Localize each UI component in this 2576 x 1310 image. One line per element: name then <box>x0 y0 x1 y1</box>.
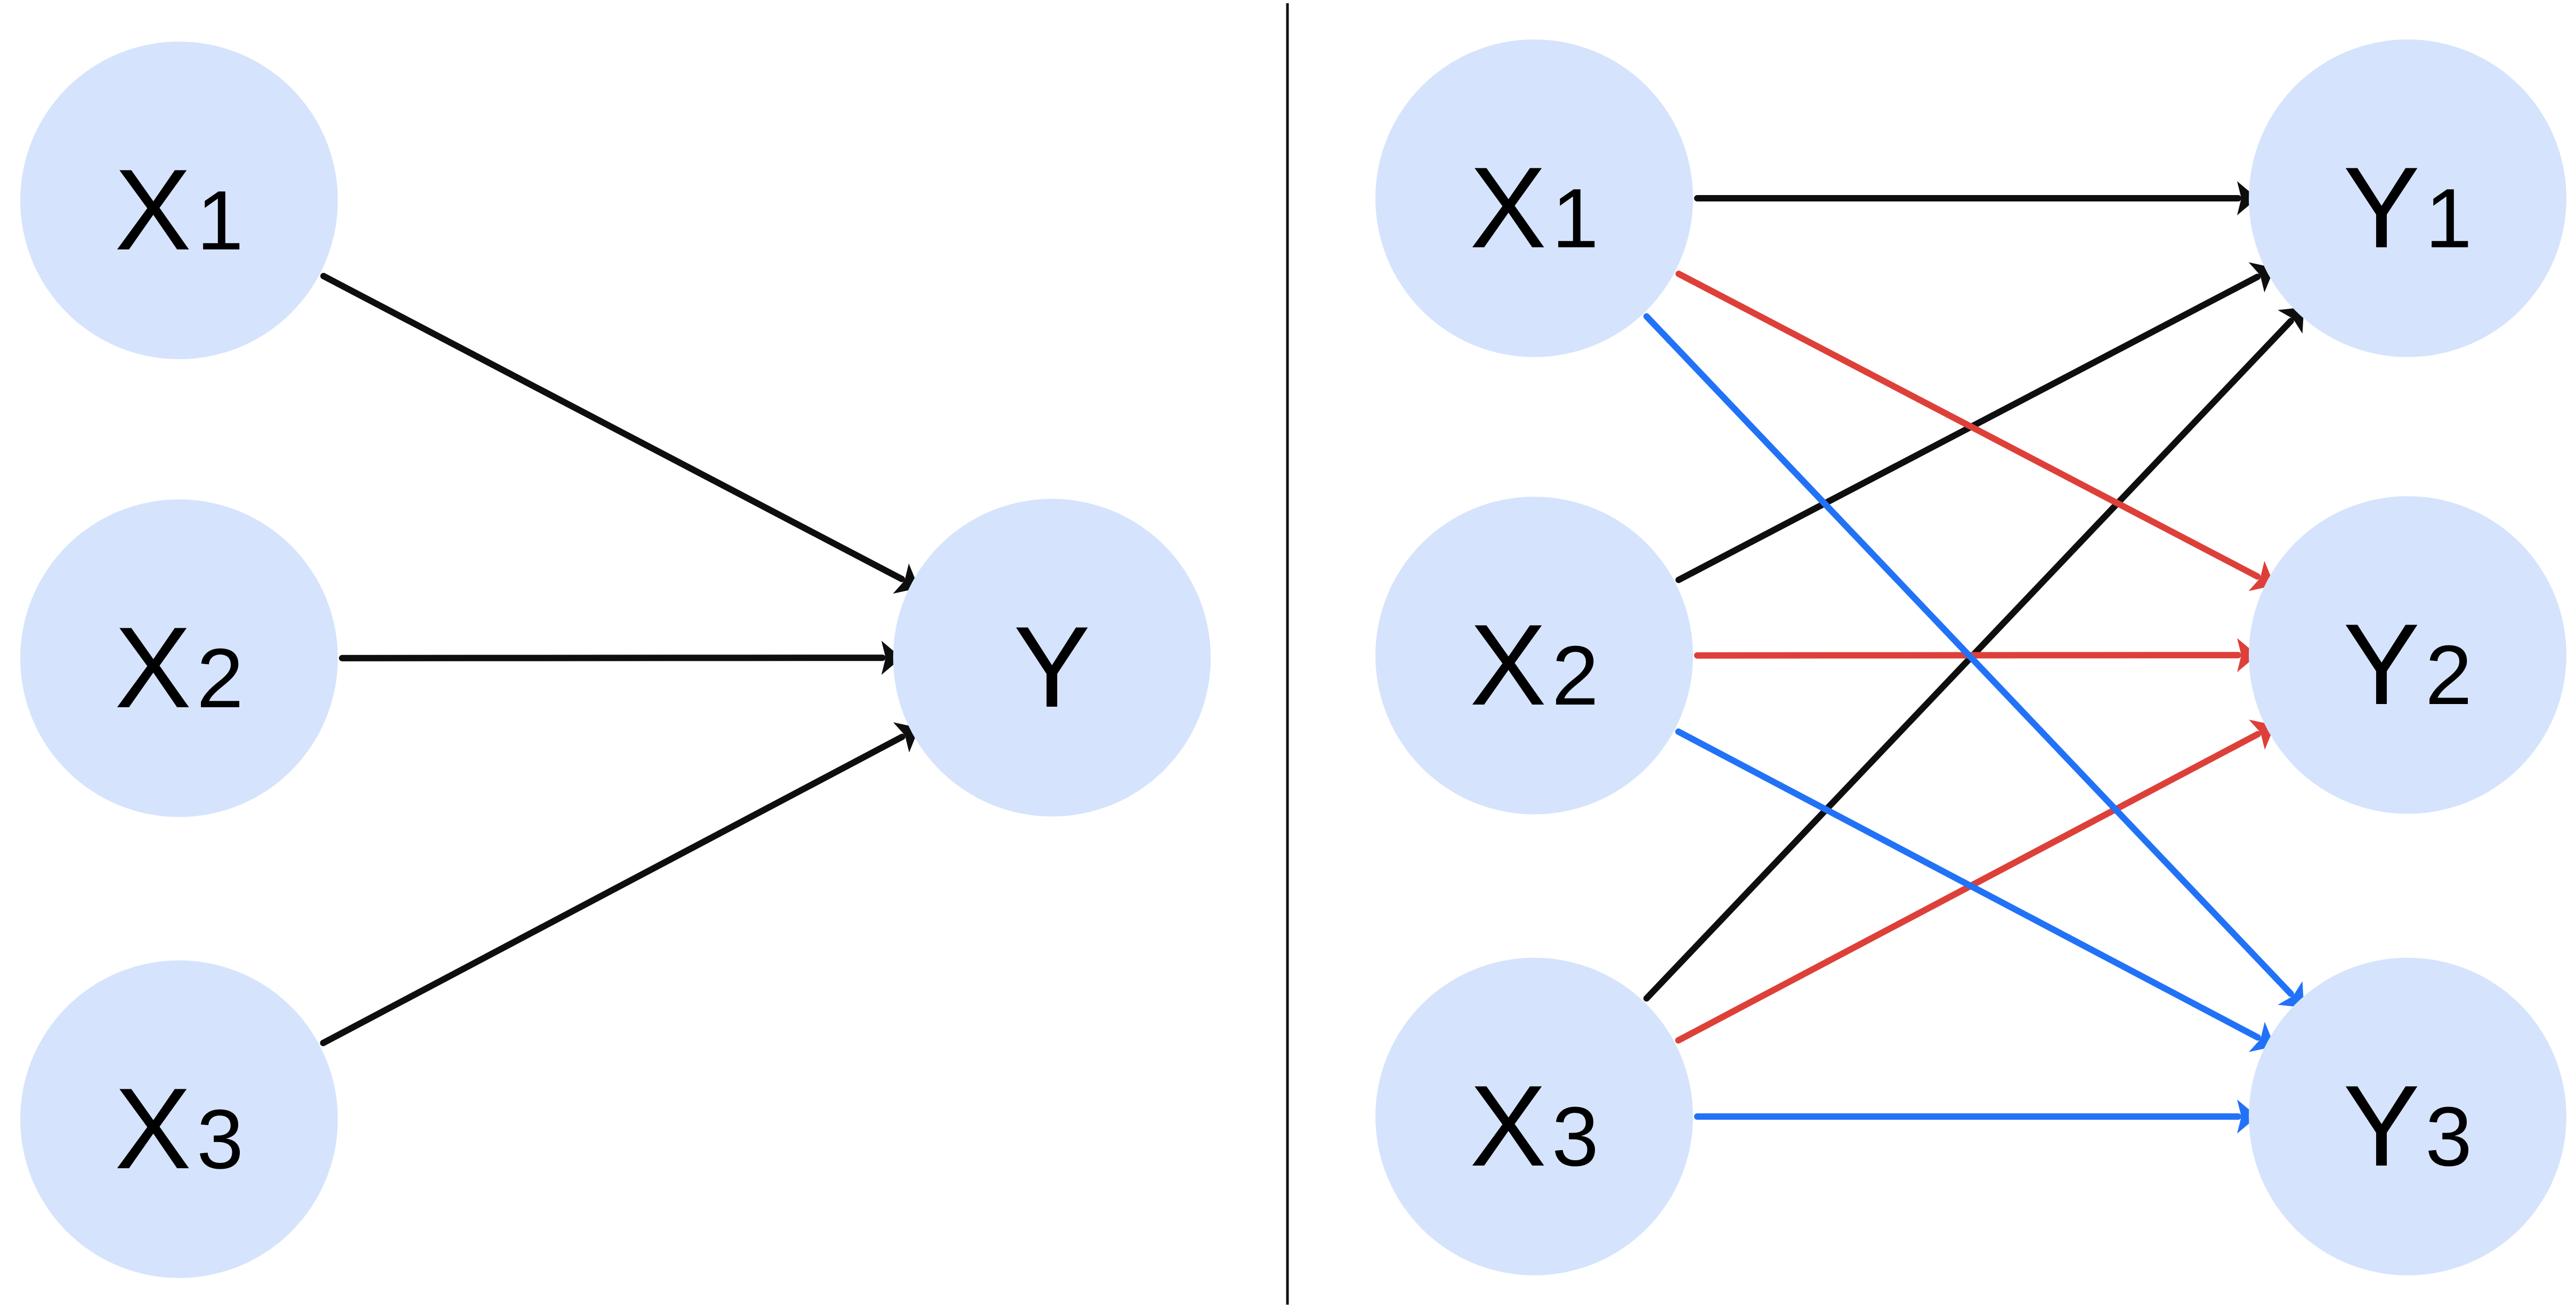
node-subscript: 2 <box>2425 628 2472 722</box>
arrowhead-icon <box>2278 981 2304 1008</box>
edge-x2-to-y3 <box>1675 728 2275 1052</box>
left-edges <box>320 272 919 1046</box>
node-circle <box>1375 958 1693 1275</box>
node-letter: Y <box>2343 1061 2420 1190</box>
node-y1: Y1 <box>2249 39 2566 357</box>
node-circle <box>1375 39 1693 357</box>
edge-line <box>1675 728 2261 1041</box>
edge-line <box>320 733 905 1046</box>
node-label: X2 <box>115 603 244 732</box>
node-letter: X <box>115 145 191 274</box>
arrowhead-icon <box>2237 638 2257 673</box>
edge-x3-to-y <box>320 722 919 1046</box>
node-circle <box>20 499 338 817</box>
node-circle <box>2249 958 2566 1275</box>
node-letter: Y <box>2343 600 2420 729</box>
arrowhead-icon <box>2237 1099 2257 1134</box>
node-label: X1 <box>1470 143 1599 272</box>
node-y2: Y2 <box>2249 496 2566 814</box>
node-letter: X <box>115 603 191 732</box>
edge-line <box>1675 270 2261 580</box>
node-circle <box>2249 496 2566 814</box>
node-letter: Y <box>1014 602 1090 731</box>
node-label: X1 <box>115 145 244 274</box>
node-x3: X3 <box>20 960 338 1278</box>
edge-x2-to-y <box>338 641 902 675</box>
node-circle <box>2249 39 2566 357</box>
node-x2: X2 <box>20 499 338 817</box>
node-label: Y2 <box>2343 600 2472 729</box>
node-label: X3 <box>115 1064 244 1193</box>
node-circle <box>20 42 338 359</box>
node-label: Y1 <box>2343 143 2472 272</box>
node-subscript: 1 <box>2425 172 2472 265</box>
edge-x3-to-y3 <box>1694 1099 2257 1134</box>
node-label: X2 <box>1470 600 1599 729</box>
node-subscript: 3 <box>1552 1090 1599 1184</box>
node-circle <box>20 960 338 1278</box>
edge-x1-to-y1 <box>1694 181 2257 215</box>
edge-x2-to-y1 <box>1675 262 2275 584</box>
node-x3: X3 <box>1375 958 1693 1275</box>
node-subscript: 3 <box>2425 1090 2472 1184</box>
edge-line <box>1643 313 2294 997</box>
node-label: Y3 <box>2343 1061 2472 1190</box>
node-y3: Y3 <box>2249 958 2566 1275</box>
arrowhead-icon <box>881 641 902 675</box>
node-y: Y <box>893 499 1211 816</box>
arrowhead-icon <box>2237 181 2257 215</box>
node-subscript: 2 <box>197 632 244 725</box>
node-circle <box>1375 497 1693 814</box>
node-letter: X <box>1470 143 1546 272</box>
edge-x1-to-y3 <box>1643 313 2304 1008</box>
node-label: Y <box>1014 602 1090 731</box>
right-edges <box>1643 181 2304 1134</box>
node-subscript: 3 <box>197 1093 244 1186</box>
node-subscript: 1 <box>197 174 244 268</box>
node-x1: X1 <box>20 42 338 359</box>
node-letter: X <box>115 1064 191 1193</box>
node-subscript: 1 <box>1552 172 1599 265</box>
node-letter: X <box>1470 600 1546 729</box>
node-label: X3 <box>1470 1061 1599 1190</box>
node-letter: X <box>1470 1061 1546 1190</box>
node-letter: Y <box>2343 143 2420 272</box>
node-subscript: 2 <box>1552 629 1599 723</box>
node-x1: X1 <box>1375 39 1693 357</box>
edge-x1-to-y <box>320 272 919 594</box>
node-circle <box>893 499 1211 816</box>
arrowhead-icon <box>2278 307 2304 334</box>
edge-line <box>320 272 905 583</box>
node-x2: X2 <box>1375 497 1693 814</box>
